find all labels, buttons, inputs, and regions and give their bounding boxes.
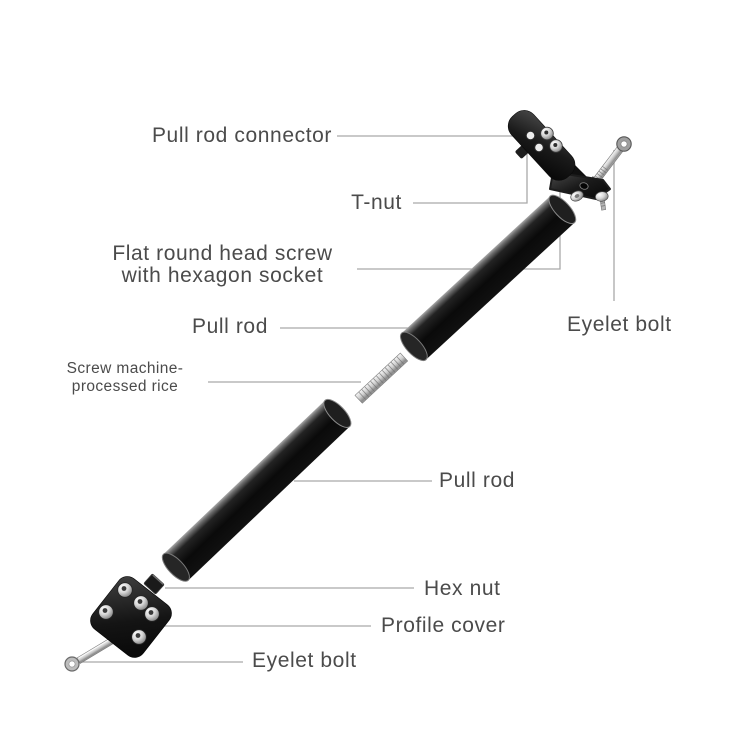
pull-rod-lower-part (161, 398, 352, 582)
label-screw-machine-line1: Screw machine- (66, 360, 184, 377)
label-flat-round-head-screw-line1: Flat round head screw (112, 242, 333, 265)
label-hex-nut: Hex nut (424, 577, 501, 600)
eyelet-bolt-bottom-part (64, 633, 121, 672)
hex-nut-part (143, 574, 165, 594)
label-flat-round-head-screw-line2: with hexagon socket (121, 264, 324, 287)
label-pull-rod-lower: Pull rod (439, 469, 516, 492)
leader-lines (82, 135, 615, 663)
pull-rod-upper-part (399, 194, 577, 362)
profile-cover-screws (98, 582, 160, 645)
profile-cover-part (90, 576, 172, 658)
washer-part (570, 190, 584, 202)
label-t-nut: T-nut (351, 191, 402, 214)
threaded-stud-part (354, 352, 409, 404)
pull-rod-connector-part (507, 110, 611, 200)
label-pull-rod-connector: Pull rod connector (151, 124, 332, 147)
label-eyelet-bolt-right: Eyelet bolt (567, 313, 672, 336)
label-eyelet-bolt-bottom: Eyelet bolt (252, 649, 357, 672)
bracket-arm-hole (579, 182, 589, 190)
flat-round-head-screw-part (595, 191, 609, 211)
label-screw-machine-line2: processed rice (71, 378, 179, 395)
leader-t-nut (413, 153, 528, 204)
bracket-hole-1 (525, 130, 536, 141)
label-pull-rod-upper: Pull rod (191, 315, 268, 338)
label-profile-cover: Profile cover (381, 614, 506, 637)
bracket-hole-2 (534, 142, 544, 153)
label-flat-round-head-screw: Flat round head screw with hexagon socke… (85, 243, 360, 287)
label-screw-machine: Screw machine- processed rice (35, 360, 215, 396)
flat-round-head-screws-on-bracket (540, 126, 563, 153)
